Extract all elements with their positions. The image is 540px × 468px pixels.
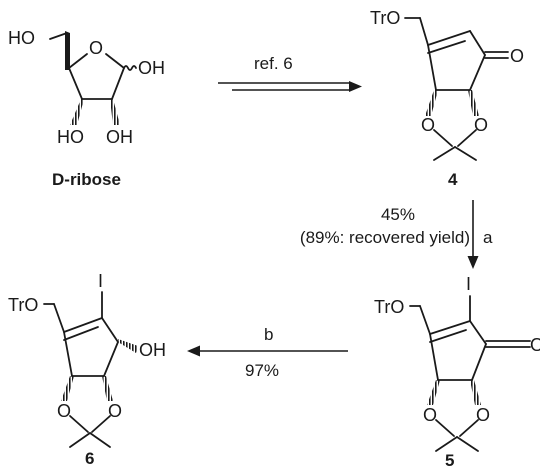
- compound6-iodine: I: [98, 271, 103, 291]
- ribose-bond-c3-c4: [68, 67, 83, 100]
- ribose-ring-oxygen: O: [89, 38, 103, 58]
- arrow3-yield: 97%: [245, 361, 279, 380]
- arrow2-yield: 45%: [381, 205, 415, 224]
- compound-5-structure: TrO I O O O: [374, 274, 540, 452]
- arrow-5-to-6: [187, 345, 348, 357]
- ribose-bond-c4-o: [68, 53, 88, 69]
- arrow3-reagent: b: [264, 325, 273, 344]
- ribose-bond-c1-c2: [111, 67, 125, 100]
- compound4-acetonide-o-right: O: [474, 115, 488, 135]
- compound-6-structure: TrO I OH O O: [8, 271, 166, 448]
- compound-4-number: 4: [448, 170, 458, 189]
- compound6-acetonide-o-left: O: [57, 401, 71, 421]
- ribose-bond-o-c1: [105, 53, 125, 69]
- arrow1-label: ref. 6: [254, 54, 293, 73]
- ribose-ho-left: HO: [57, 127, 84, 147]
- d-ribose-label: D-ribose: [52, 170, 121, 189]
- ribose-wavy-bond: [123, 65, 137, 71]
- arrow-4-to-5: [467, 200, 479, 269]
- compound5-acetonide-o-right: O: [476, 405, 490, 425]
- ribose-hash-c2-oh: [110, 99, 120, 125]
- compound5-iodine: I: [466, 274, 471, 294]
- ribose-oh-right: OH: [106, 127, 133, 147]
- compound6-tro: TrO: [8, 295, 38, 315]
- d-ribose-structure: HO O OH HO OH: [8, 28, 165, 147]
- arrow2-recovered-yield: (89%: recovered yield): [300, 228, 470, 247]
- compound6-oh: OH: [139, 340, 166, 360]
- compound5-ketone-o: O: [530, 335, 540, 355]
- compound-5-number: 5: [445, 451, 454, 468]
- arrow2-reagent: a: [483, 228, 493, 247]
- arrow-ribose-to-4: [218, 81, 362, 92]
- ribose-anomeric-oh: OH: [138, 58, 165, 78]
- compound-6-number: 6: [85, 449, 94, 468]
- ribose-bond-ch2: [49, 32, 68, 40]
- compound5-tro: TrO: [374, 297, 404, 317]
- compound4-ketone-o: O: [510, 46, 524, 66]
- compound5-acetonide-o-left: O: [423, 405, 437, 425]
- ribose-wedge-c4: [65, 31, 70, 70]
- compound4-tro: TrO: [370, 8, 400, 28]
- compound6-acetonide-o-right: O: [108, 401, 122, 421]
- ribose-ho-top: HO: [8, 28, 35, 48]
- compound4-acetonide-o-left: O: [421, 115, 435, 135]
- compound-4-structure: TrO O O O: [370, 8, 524, 161]
- ribose-hash-c3-oh: [70, 99, 84, 125]
